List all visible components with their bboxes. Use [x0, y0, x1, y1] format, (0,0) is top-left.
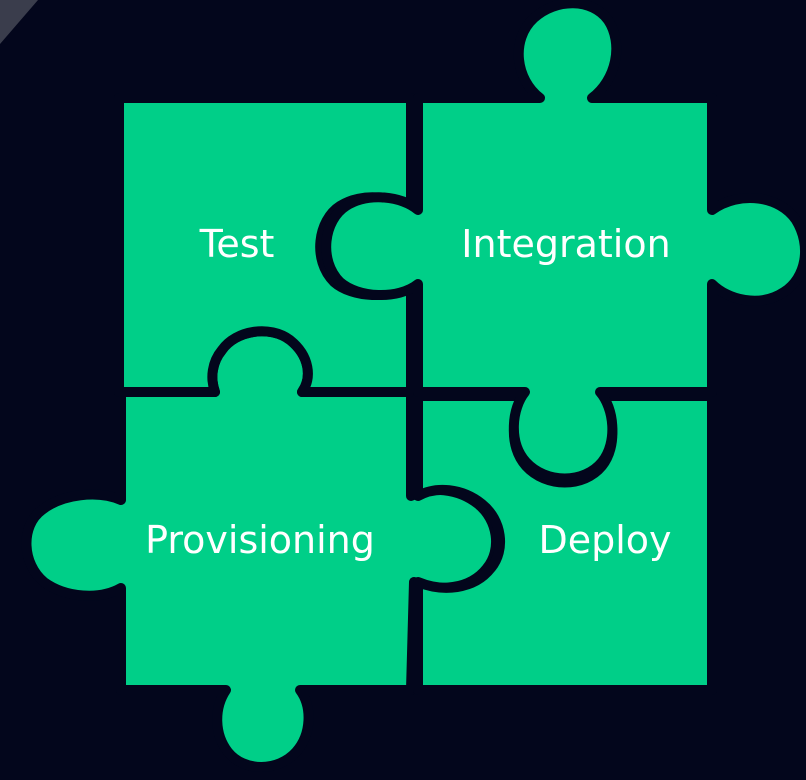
- piece-label-test: Test: [199, 222, 275, 266]
- corner-decoration: [0, 0, 38, 44]
- puzzle-piece-integration: Integration: [321, 0, 806, 484]
- piece-label-provisioning: Provisioning: [145, 518, 375, 562]
- piece-label-integration: Integration: [461, 222, 670, 266]
- piece-label-deploy: Deploy: [538, 518, 671, 562]
